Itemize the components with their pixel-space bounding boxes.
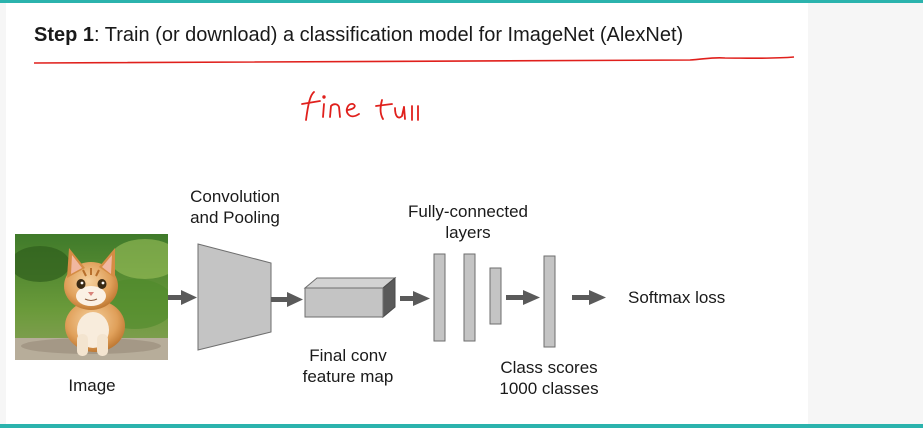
fc-label-line2: layers <box>445 223 491 242</box>
class-scores-label-line2: 1000 classes <box>499 379 599 398</box>
fc-label: Fully-connected layers <box>393 201 543 243</box>
arrow-image-to-conv <box>168 290 197 305</box>
window-bottom-border <box>0 424 923 428</box>
final-conv-label-line2: feature map <box>302 367 394 386</box>
title-step: Step 1 <box>34 24 95 46</box>
conv-label: Convolution and Pooling <box>170 186 300 228</box>
class-scores-layer <box>543 255 556 348</box>
conv-pooling-block <box>197 243 272 351</box>
title-text: : Train (or download) a classification m… <box>94 24 684 46</box>
title-underline <box>33 56 795 64</box>
arrow-feature-to-fc <box>400 291 430 306</box>
window-right-margin <box>808 3 923 424</box>
class-scores-label-line1: Class scores <box>500 358 598 377</box>
slide-title: Step 1: Train (or download) a classifica… <box>34 24 683 47</box>
conv-label-line1: Convolution <box>190 187 280 206</box>
cat-image <box>15 234 168 360</box>
final-conv-label-line1: Final conv <box>309 346 387 365</box>
window-left-margin <box>0 3 6 424</box>
fc-layer-2 <box>463 253 476 342</box>
feature-map-block <box>303 276 397 319</box>
final-conv-label: Final conv feature map <box>288 345 408 387</box>
class-scores-label: Class scores 1000 classes <box>484 357 614 399</box>
cat-picture <box>15 234 168 360</box>
window-top-border <box>0 0 923 3</box>
image-label: Image <box>68 376 116 395</box>
arrows <box>168 290 606 307</box>
fc-label-line1: Fully-connected <box>407 202 528 221</box>
softmax-label: Softmax loss <box>628 288 726 307</box>
fc-layer-1 <box>433 253 446 342</box>
conv-label-line2: and Pooling <box>190 208 280 227</box>
handwritten-annotation <box>301 91 419 121</box>
arrow-scores-to-softmax <box>572 290 606 305</box>
arrow-fc-to-scores <box>506 290 540 305</box>
fc-layer-3 <box>489 267 502 325</box>
arrow-conv-to-feature <box>271 292 303 307</box>
